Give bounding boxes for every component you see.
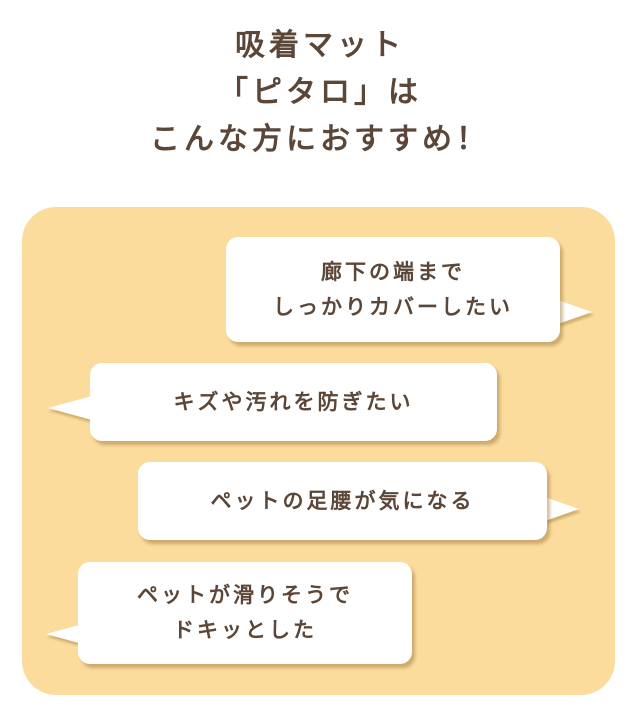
bubble-text-line: 廊下の端まで (321, 259, 465, 284)
title-line: こんな方におすすめ！ (150, 122, 490, 157)
bubble-text-line: キズや汚れを防ぎたい (173, 389, 414, 414)
title-line: 吸着マット (235, 28, 405, 63)
speech-bubble-tail (545, 497, 579, 521)
speech-bubble-tail (48, 396, 92, 420)
speech-bubble-3: ペットの足腰が気になる (138, 462, 547, 540)
bubble-text-line: ドキッとした (173, 618, 317, 642)
bubble-text-line: しっかりカバーしたい (273, 294, 513, 319)
bubble-text-line: ペットの足腰が気になる (210, 488, 475, 513)
speech-bubble-1: 廊下の端まで しっかりカバーしたい (226, 237, 560, 342)
speech-bubble-4: ペットが滑りそうで ドキッとした (78, 562, 412, 664)
page-title: 吸着マット 「ピタロ」は こんな方におすすめ！ (0, 22, 640, 163)
speech-bubble-tail (558, 300, 592, 324)
bubble-text-line: ペットが滑りそうで (137, 583, 353, 607)
speech-bubble-2: キズや汚れを防ぎたい (90, 363, 497, 441)
title-line: 「ピタロ」は (218, 75, 422, 110)
